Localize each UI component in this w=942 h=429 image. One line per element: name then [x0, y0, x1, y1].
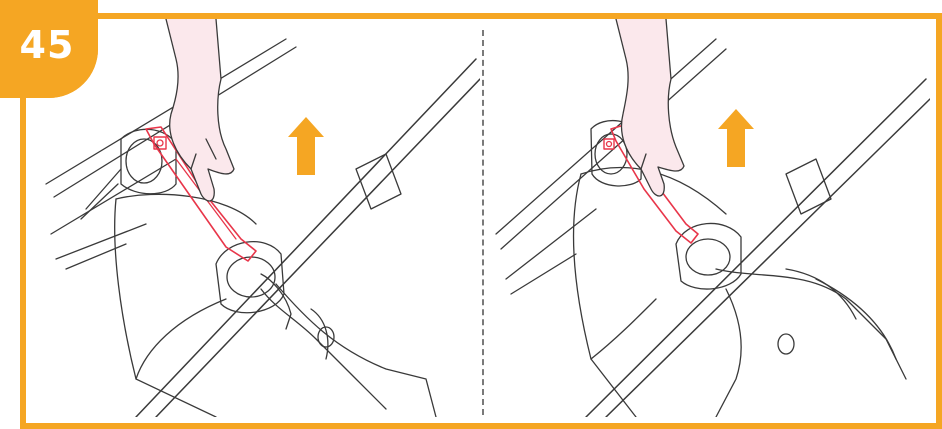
up-arrow-icon: [288, 117, 324, 175]
illustration-after: [486, 19, 930, 417]
step-number: 45: [20, 23, 75, 67]
panel-divider: [482, 30, 484, 415]
step-badge-corner: 45: [0, 0, 98, 98]
illustration-before: [26, 19, 480, 417]
up-arrow-icon: [718, 109, 754, 167]
